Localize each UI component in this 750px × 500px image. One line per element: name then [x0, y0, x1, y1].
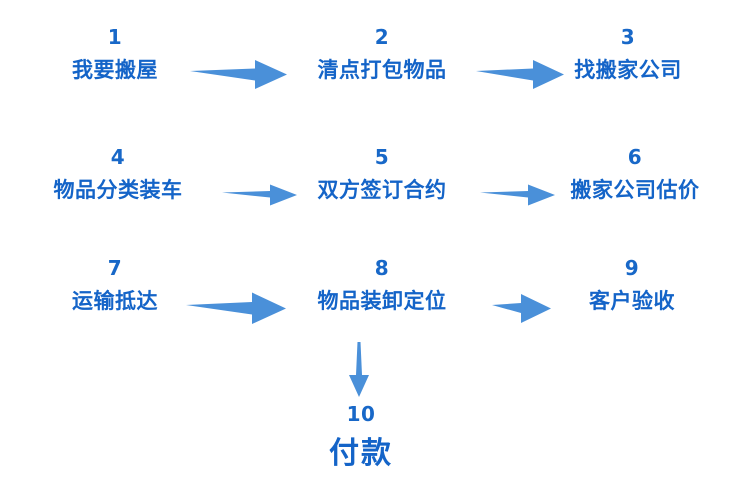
step-number: 6: [627, 145, 643, 169]
step-number: 4: [110, 145, 126, 169]
step-node-9[interactable]: 9 客户验收: [589, 258, 675, 312]
arrow-8-to-9: [492, 294, 551, 323]
step-number: 1: [107, 25, 123, 49]
arrow-2-to-3: [476, 60, 564, 89]
step-number: 2: [374, 25, 390, 49]
step-node-10[interactable]: 10 付款: [329, 404, 393, 470]
step-label: 我要搬屋: [72, 58, 158, 82]
step-label: 双方签订合约: [317, 178, 447, 202]
step-number: 10: [346, 402, 376, 426]
step-node-7[interactable]: 7 运输抵达: [72, 258, 158, 312]
step-number: 7: [107, 256, 123, 280]
arrow-5-to-6: [480, 184, 555, 206]
step-label: 清点打包物品: [317, 58, 447, 82]
step-number: 8: [374, 256, 390, 280]
step-label: 付款: [329, 436, 393, 471]
arrow-7-to-8: [186, 292, 286, 324]
step-node-8[interactable]: 8 物品装卸定位: [318, 258, 447, 312]
step-number: 5: [374, 145, 390, 169]
step-label: 物品装卸定位: [317, 289, 447, 313]
step-node-1[interactable]: 1 我要搬屋: [72, 27, 158, 81]
step-node-2[interactable]: 2 清点打包物品: [318, 27, 447, 81]
step-node-3[interactable]: 3 找搬家公司: [574, 27, 682, 81]
step-node-5[interactable]: 5 双方签订合约: [318, 147, 447, 201]
step-label: 运输抵达: [72, 289, 158, 313]
step-label: 搬家公司估价: [570, 178, 700, 202]
step-label: 找搬家公司: [574, 58, 682, 82]
arrow-8-to-10: [349, 342, 369, 397]
step-number: 3: [620, 25, 636, 49]
arrow-1-to-2: [190, 60, 287, 89]
step-label: 客户验收: [589, 289, 675, 313]
step-node-6[interactable]: 6 搬家公司估价: [571, 147, 700, 201]
step-number: 9: [624, 256, 640, 280]
step-label: 物品分类装车: [53, 178, 183, 202]
arrow-4-to-5: [222, 184, 297, 206]
step-node-4[interactable]: 4 物品分类装车: [54, 147, 183, 201]
